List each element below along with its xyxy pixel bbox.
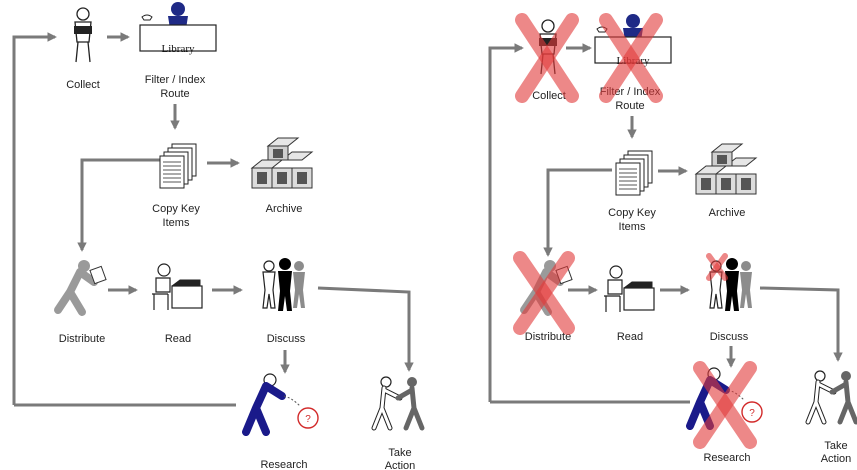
- left-panel: Collect Library Filter / Index Route Cop…: [12, 1, 422, 470]
- left-loop-arrow: [12, 32, 57, 405]
- left-filter-node: Library Filter / Index Route: [139, 1, 217, 100]
- right-discuss-node: Discuss: [709, 257, 753, 343]
- left-archive-node: Archive: [251, 137, 313, 215]
- right-connectors: [488, 43, 843, 404]
- archive-boxes-icon: [695, 143, 757, 195]
- right-read-node: Read: [603, 265, 655, 343]
- discussion-group-icon: [262, 257, 306, 312]
- left-arrow-copy-distribute: [77, 158, 160, 252]
- right-read-label: Read: [617, 331, 643, 343]
- cross-out-collect-icon: [515, 13, 579, 103]
- right-copy-label-line1: Copy Key: [608, 207, 656, 219]
- right-action-label-line1: Take: [824, 440, 847, 452]
- left-copy-node: Copy Key Items: [152, 143, 200, 229]
- right-action-label-line2: Action: [821, 453, 852, 465]
- left-distribute-node: Distribute: [58, 260, 106, 345]
- handshake-action-icon: [374, 377, 422, 428]
- left-discuss-node: Discuss: [262, 257, 306, 345]
- right-filter-label-line2: Route: [615, 100, 644, 112]
- left-archive-label: Archive: [266, 203, 303, 215]
- left-filter-label-line2: Route: [160, 88, 189, 100]
- left-read-node: Read: [151, 263, 203, 345]
- right-research-node: ? Research: [690, 368, 762, 464]
- handshake-action-icon: [808, 371, 856, 422]
- right-collect-node: Collect: [532, 19, 566, 102]
- left-distribute-label: Distribute: [59, 333, 105, 345]
- right-archive-label: Archive: [709, 207, 746, 219]
- collect-figure-icon: [73, 7, 93, 63]
- left-copy-label-line2: Items: [163, 217, 190, 229]
- right-copy-label-line2: Items: [619, 221, 646, 233]
- reader-at-desk-icon: [603, 265, 655, 313]
- left-collect-label: Collect: [66, 79, 100, 91]
- right-collect-label: Collect: [532, 90, 566, 102]
- left-collect-node: Collect: [66, 7, 100, 91]
- left-research-badge: ?: [305, 414, 311, 425]
- left-research-label: Research: [260, 459, 307, 470]
- archive-boxes-icon: [251, 137, 313, 189]
- right-strikeouts: [513, 13, 757, 449]
- left-connectors: [12, 32, 414, 407]
- right-discuss-label: Discuss: [710, 331, 749, 343]
- left-discuss-label: Discuss: [267, 333, 306, 345]
- distribute-runner-icon: [58, 260, 106, 312]
- left-action-label-line2: Action: [385, 460, 416, 470]
- document-stack-icon: [615, 150, 653, 196]
- right-distribute-label: Distribute: [525, 331, 571, 343]
- right-loop-arrow: [488, 43, 524, 402]
- cross-out-discuss-participant-icon: [706, 253, 728, 281]
- left-copy-label-line1: Copy Key: [152, 203, 200, 215]
- right-arrow-discuss-action: [759, 286, 843, 362]
- reader-at-desk-icon: [151, 263, 203, 311]
- cross-out-filter-icon: [599, 13, 663, 103]
- document-stack-icon: [159, 143, 197, 189]
- left-filter-label-line1: Filter / Index: [145, 74, 206, 86]
- left-library-sign: Library: [162, 43, 195, 55]
- right-panel: Collect Library Filter / Index Route Cop…: [488, 13, 856, 465]
- cross-out-distribute-icon: [513, 251, 575, 335]
- left-research-node: ? Research: [246, 374, 318, 470]
- right-arrow-copy-distribute: [543, 168, 612, 257]
- right-research-badge: ?: [749, 408, 755, 419]
- left-action-node: Take Action: [374, 377, 422, 470]
- left-read-label: Read: [165, 333, 191, 345]
- right-archive-node: Archive: [695, 143, 757, 219]
- right-distribute-node: Distribute: [524, 260, 572, 343]
- cross-out-research-icon: [693, 361, 757, 449]
- right-action-node: Take Action: [808, 371, 856, 465]
- left-action-label-line1: Take: [388, 447, 411, 459]
- right-copy-node: Copy Key Items: [608, 150, 656, 233]
- left-arrow-discuss-action: [317, 286, 414, 372]
- right-research-label: Research: [703, 452, 750, 464]
